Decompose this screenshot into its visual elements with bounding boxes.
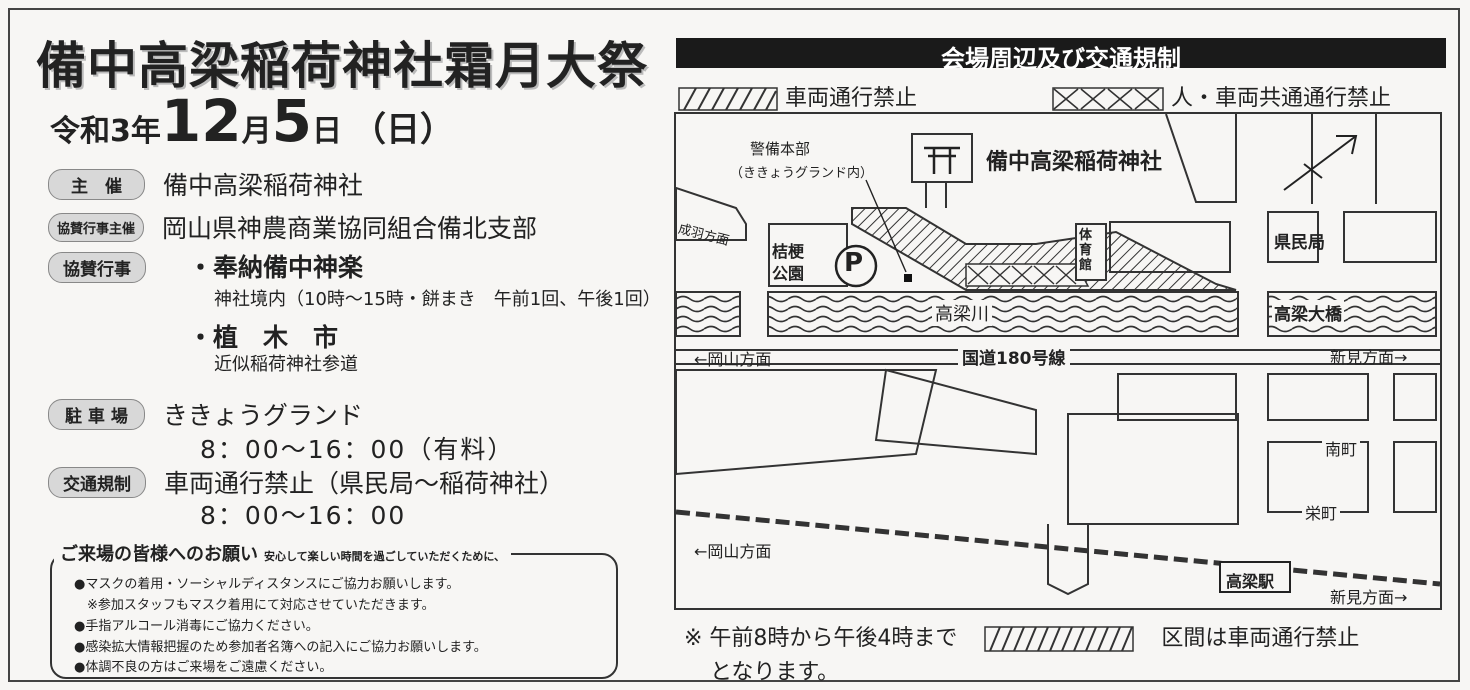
map-block [676, 186, 747, 241]
pedestrian-restricted-zone [965, 263, 1090, 287]
cross-hatch-marks [967, 265, 1077, 285]
river-west [676, 291, 741, 337]
sponsor-org-label: 協賛行事主催 [48, 212, 145, 242]
label-okayama-2: ←岡山方面 [694, 542, 772, 561]
sponsor-events-label: 協賛行事 [48, 252, 146, 283]
station-box [1219, 561, 1291, 593]
notice-title: ご来場の皆様へのお願い [60, 544, 258, 565]
date-era: 令和3年 [50, 114, 161, 149]
map-block [1267, 373, 1369, 421]
traffic-row: 交通規制車両通行禁止（県民局～稲荷神社） [48, 464, 564, 500]
hatch-swatch-icon [984, 626, 1135, 652]
date-month-unit: 月 [241, 114, 272, 149]
map-road [1047, 524, 1089, 596]
organizer-label: 主 催 [48, 168, 145, 200]
label-sakae: 栄町 [1302, 500, 1341, 524]
legend-vehicle: 車両通行禁止 [678, 80, 917, 112]
event-kagura: ・奉納備中神楽 [188, 253, 364, 282]
footnote-end: となります。 [710, 660, 840, 685]
torii-icon [924, 146, 960, 174]
map-block [1267, 211, 1319, 263]
vehicle-restricted-zone [851, 207, 1237, 291]
label-station: 高梁駅 [1226, 572, 1275, 591]
notice-line: ●感染拡大情報把握のため参加者名簿への記入にご協力お願いします。 [74, 640, 487, 655]
label-niimi-2: 新見方面→ [1330, 588, 1408, 607]
map-road [925, 182, 947, 208]
gym-building [1075, 223, 1107, 281]
north-arrow-icon [1283, 135, 1358, 191]
organizer-row: 主 催備中高梁稲荷神社 [48, 166, 363, 202]
map-road [1165, 114, 1237, 203]
label-shrine: 備中高梁稲荷神社 [986, 150, 1163, 175]
date-month: 12 [160, 87, 242, 155]
notice-subtitle: 安心して楽しい時間を過ごしていただくために、 [264, 550, 506, 563]
footnote: ※ 午前8時から午後4時まで 区間は車両通行禁止 となります。 [684, 622, 1359, 690]
notice-line: ●体調不良の方はご来場をご遠慮ください。 [74, 660, 333, 675]
label-prefecture-office: 県民局 [1274, 233, 1325, 253]
map-block [676, 369, 938, 476]
map-area: 警備本部 （ききょうグランド内） 備中高梁稲荷神社 成羽方面 桔梗 公園 P 体… [674, 112, 1442, 610]
hatch-swatch-icon [678, 87, 778, 111]
map-block [1343, 211, 1437, 263]
label-niimi-1: 新見方面→ [1330, 348, 1408, 367]
label-hq-sub: （ききょうグランド内） [730, 166, 874, 181]
notice-line: ●マスクの着用・ソーシャルディスタンスにご協力お願いします。 [74, 577, 460, 592]
sponsor-events-row: 協賛行事 [48, 252, 146, 283]
event-date: 令和3年12月5日（日） [50, 92, 454, 151]
date-day: 5 [271, 87, 312, 155]
footnote-time: ※ 午前8時から午後4時まで [684, 626, 958, 651]
traffic-label: 交通規制 [48, 466, 146, 498]
label-park-2: 公園 [772, 264, 805, 283]
map-road [1311, 114, 1377, 204]
event-kagura-detail: 神社境内（10時～15時・餅まき 午前1回、午後1回） [214, 289, 661, 310]
notice-heading: ご来場の皆様へのお願い安心して楽しい時間を過ごしていただくために、 [54, 540, 512, 566]
sponsor-org-value: 岡山県神農商業協同組合備北支部 [162, 214, 538, 243]
event-plant-market: ・植 木 市 [188, 323, 339, 352]
label-okayama-1: ←岡山方面 [694, 350, 772, 369]
label-hq: 警備本部 [750, 140, 811, 158]
sponsor-org-row: 協賛行事主催岡山県神農商業協同組合備北支部 [48, 209, 537, 245]
legend-both-label: 人・車両共通通行禁止 [1171, 86, 1392, 111]
map-block [1067, 413, 1239, 525]
poster-frame [8, 8, 1460, 682]
hq-pointer-line [865, 179, 907, 273]
footnote-restriction: 区間は車両通行禁止 [1161, 626, 1360, 651]
label-route: 国道180号線 [958, 344, 1070, 369]
parking-row: 駐 車 場ききょうグランド [48, 396, 363, 432]
notice-line: ※参加スタッフもマスク着用にて対応させていただきます。 [74, 598, 435, 613]
label-parking: P [844, 248, 864, 278]
legend-vehicle-label: 車両通行禁止 [785, 86, 918, 111]
page-title: 備中高梁稲荷神社霜月大祭 [36, 37, 648, 95]
organizer-value: 備中高梁稲荷神社 [163, 171, 364, 200]
label-park-1: 桔梗 [772, 242, 805, 261]
label-river: 高梁川 [932, 300, 992, 326]
map-banner-title: 会場周辺及び交通規制 [941, 45, 1181, 73]
railway-line [676, 509, 1440, 587]
map-drawing [676, 114, 1440, 596]
date-weekday: （日） [351, 110, 454, 150]
map-block [1117, 373, 1237, 421]
notice-line: ●手指アルコール消毒にご協力ください。 [74, 619, 319, 634]
legend-both: 人・車両共通通行禁止 [1052, 80, 1391, 112]
label-bridge: 高梁大橋 [1272, 300, 1344, 325]
label-gym: 体育館 [1079, 228, 1093, 273]
traffic-time: 8：00～16：00 [200, 501, 407, 530]
river-main [767, 291, 1239, 337]
map-banner: 会場周辺及び交通規制 [676, 38, 1446, 73]
parking-icon [834, 244, 878, 288]
traffic-value: 車両通行禁止（県民局～稲荷神社） [164, 469, 565, 498]
hq-marker [904, 274, 912, 282]
map-block [1393, 373, 1437, 421]
parking-value: ききょうグランド [162, 401, 363, 430]
parking-label: 駐 車 場 [48, 398, 145, 430]
cross-hatch-swatch-icon [1052, 87, 1164, 111]
shrine-gate-box [911, 133, 973, 183]
map-block [874, 368, 1037, 456]
map-block [1393, 441, 1437, 513]
event-plant-market-detail: 近似稲荷神社参道 [214, 354, 358, 375]
label-minami: 南町 [1322, 436, 1361, 460]
date-day-unit: 日 [311, 114, 342, 149]
parking-time: 8：00～16：00（有料） [200, 435, 515, 464]
